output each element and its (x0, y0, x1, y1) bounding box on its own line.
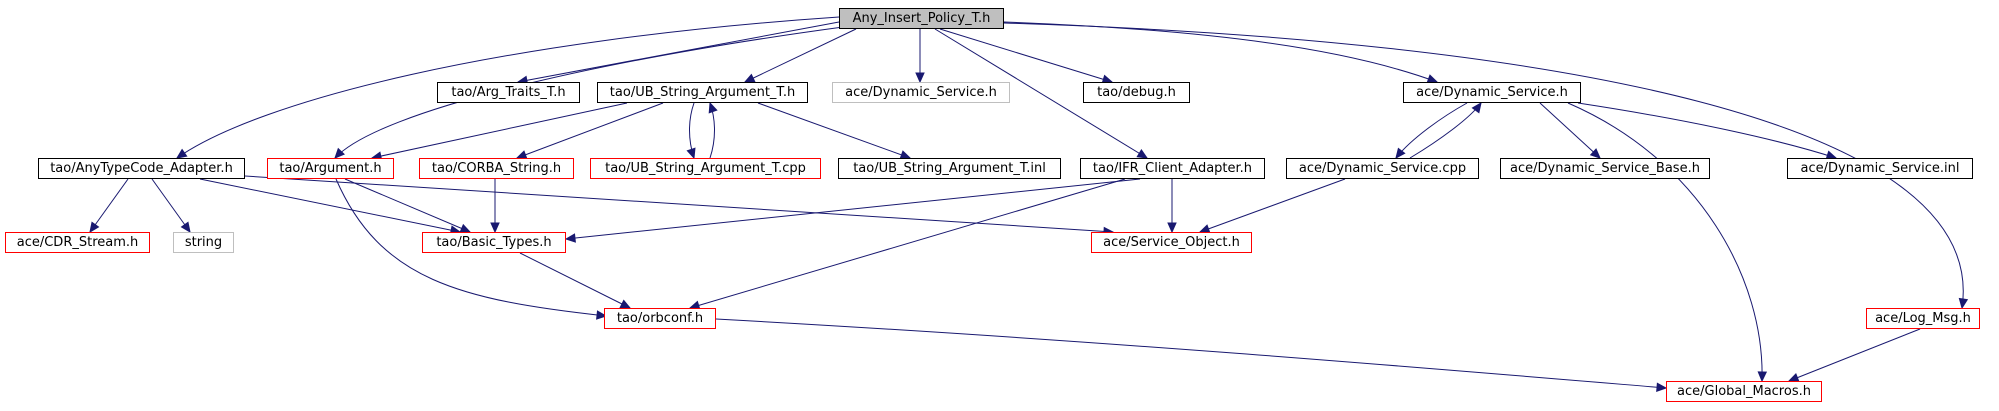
arrowhead (1167, 222, 1177, 234)
edge-basic_types-to-orbconf (519, 252, 632, 309)
node-any-insert-policy-t-h[interactable]: Any_Insert_Policy_T.h (839, 8, 1004, 29)
edge-dyn_service_h-to-global_macros (1567, 102, 1768, 383)
edge-any_insert_policy-to-anytypecode_adapter (175, 16, 840, 159)
edge-dyn_service_h-to-dyn_service_cpp (1395, 102, 1468, 159)
edge-dyn_service_h-to-dyn_service_base (1539, 102, 1601, 159)
edge-any_insert_policy-to-ub_string_arg_h (743, 28, 857, 83)
edge-any_insert_policy-to-dyn_service_gray (915, 29, 925, 84)
node-ace-dynamic-service-h[interactable]: ace/Dynamic_Service.h (1403, 82, 1581, 103)
node-ace-dynamic-service-h-external: ace/Dynamic_Service.h (832, 82, 1010, 103)
arrowhead (619, 299, 632, 309)
arrowhead (89, 221, 100, 234)
node-tao-argument-h[interactable]: tao/Argument.h (267, 158, 394, 179)
arrowhead (180, 221, 191, 234)
edge-ub_string_arg_h-to-ub_string_arg_inl (757, 102, 912, 160)
node-ace-cdr-stream-h[interactable]: ace/CDR_Stream.h (5, 232, 150, 253)
arrowhead (596, 310, 608, 320)
edge-any_insert_policy-to-debug (939, 28, 1114, 84)
node-tao-ifr-client-adapter-h[interactable]: tao/IFR_Client_Adapter.h (1080, 158, 1265, 179)
edge-argument-to-orbconf (335, 178, 608, 320)
node-ace-global-macros-h[interactable]: ace/Global_Macros.h (1666, 381, 1822, 402)
edge-log_msg-to-global_macros (1787, 328, 1921, 382)
edge-dyn_service_cpp-to-dyn_service_h (1409, 102, 1482, 159)
node-tao-anytypecode-adapter-h[interactable]: tao/AnyTypeCode_Adapter.h (38, 158, 245, 179)
node-tao-ub-string-argument-t-cpp[interactable]: tao/UB_String_Argument_T.cpp (590, 158, 821, 179)
arrowhead (1471, 102, 1482, 114)
node-ace-service-object-h[interactable]: ace/Service_Object.h (1091, 232, 1252, 253)
arrowhead (490, 222, 500, 234)
node-ace-dynamic-service-base-h[interactable]: ace/Dynamic_Service_Base.h (1500, 158, 1710, 179)
arrowhead (334, 147, 345, 159)
edge-anytypecode_adapter-to-string (151, 178, 191, 234)
edge-orbconf-to-global_macros (715, 318, 1668, 392)
node-tao-debug-h[interactable]: tao/debug.h (1083, 82, 1190, 103)
edge-any_insert_policy-to-log_msg (1003, 22, 1969, 310)
arrowhead (564, 233, 576, 243)
node-tao-corba-string-h[interactable]: tao/CORBA_String.h (419, 158, 574, 179)
edge-dyn_service_h-to-dyn_service_inl (1577, 102, 1838, 160)
edge-any_insert_policy-to-dyn_service_h (1003, 21, 1439, 84)
edge-anytypecode_adapter-to-cdr_stream (89, 178, 129, 234)
arrowhead (915, 72, 925, 84)
node-tao-orbconf-h[interactable]: tao/orbconf.h (604, 308, 716, 329)
edge-dyn_service_cpp-to-service_object (1198, 178, 1346, 234)
arrowhead (686, 147, 696, 160)
arrowhead (1136, 148, 1149, 159)
edge-anytypecode_adapter-to-service_object (244, 175, 1115, 237)
edge-ifr_client_adapter-to-service_object (1167, 179, 1177, 234)
node-ace-log-msg-h[interactable]: ace/Log_Msg.h (1866, 308, 1980, 329)
edge-ub_string_arg_cpp-to-ub_string_arg_h (708, 101, 718, 159)
node-ace-dynamic-service-inl[interactable]: ace/Dynamic_Service.inl (1787, 158, 1973, 179)
arrowhead (1757, 371, 1768, 383)
edge-ub_string_arg_h-to-argument (370, 102, 628, 161)
edge-corba_string-to-basic_types (490, 179, 500, 234)
edge-any_insert_policy-to-ifr_client_adapter (934, 28, 1149, 159)
arrowhead (1395, 147, 1406, 159)
node-tao-arg-traits-t-h[interactable]: tao/Arg_Traits_T.h (437, 82, 580, 103)
edge-ifr_client_adapter-to-orbconf (688, 178, 1126, 310)
arrowhead (708, 101, 718, 114)
edge-ub_string_arg_h-to-ub_string_arg_cpp (686, 102, 696, 160)
node-tao-ub-string-argument-t-inl[interactable]: tao/UB_String_Argument_T.inl (838, 158, 1061, 179)
arrowhead (1589, 148, 1601, 159)
node-tao-basic-types-h[interactable]: tao/Basic_Types.h (422, 232, 566, 253)
node-ace-dynamic-service-cpp[interactable]: ace/Dynamic_Service.cpp (1286, 158, 1479, 179)
arrowhead (1958, 297, 1969, 310)
edge-ifr_client_adapter-to-basic_types (564, 178, 1141, 243)
arrowhead (1656, 382, 1668, 392)
node-string: string (173, 232, 234, 253)
node-tao-ub-string-argument-t-h[interactable]: tao/UB_String_Argument_T.h (597, 82, 808, 103)
arrowhead (175, 148, 188, 159)
arrowhead (743, 73, 756, 83)
